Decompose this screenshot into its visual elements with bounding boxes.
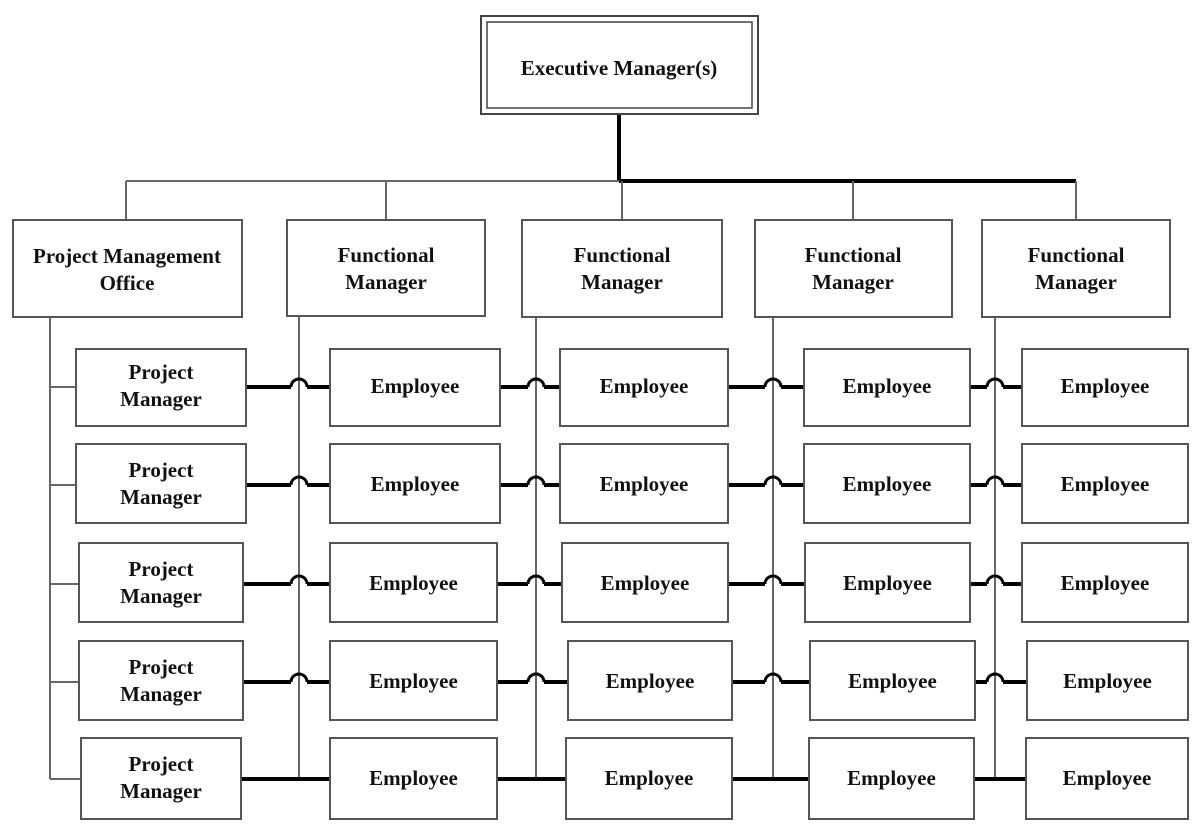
line-hop — [289, 377, 309, 388]
functional-manager-node: Functional Manager — [286, 219, 486, 317]
employee-label: Employee — [600, 374, 689, 398]
line-hop — [289, 574, 309, 585]
employee-label: Employee — [369, 571, 458, 595]
project-manager-label-line-1: Project — [129, 655, 194, 679]
line-hop — [763, 475, 783, 486]
employee-node: Employee — [559, 348, 729, 427]
functional-manager-label-line-1: Functional — [1028, 243, 1125, 267]
functional-manager-label-line-1: Functional — [338, 243, 435, 267]
functional-manager-label-line-2: Manager — [345, 270, 427, 294]
employee-node: Employee — [567, 640, 733, 721]
employee-label: Employee — [605, 766, 694, 790]
functional-manager-label-line-1: Functional — [805, 243, 902, 267]
employee-label: Employee — [847, 766, 936, 790]
functional-manager-label-line-2: Manager — [812, 270, 894, 294]
line-hop — [763, 377, 783, 388]
line-crossovers — [289, 377, 1005, 683]
connector-lines — [49, 114, 1077, 781]
employee-label: Employee — [848, 669, 937, 693]
project-manager-label-line-2: Manager — [120, 682, 202, 706]
project-manager-label-line-1: Project — [129, 557, 194, 581]
project-manager-label-line-1: Project — [129, 458, 194, 482]
pmo-node: Project Management Office — [12, 219, 243, 318]
employee-label: Employee — [606, 669, 695, 693]
functional-manager-label-line-2: Manager — [581, 270, 663, 294]
employee-node: Employee — [1026, 640, 1189, 721]
employee-node: Employee — [803, 443, 971, 524]
executive-manager-label: Executive Manager(s) — [521, 56, 718, 80]
employee-label: Employee — [843, 571, 932, 595]
line-hop — [526, 377, 546, 388]
employee-node: Employee — [329, 348, 501, 427]
employee-label: Employee — [843, 374, 932, 398]
executive-manager-node: Executive Manager(s) — [480, 15, 759, 115]
pmo-label-line-1: Project Management — [33, 244, 221, 268]
employee-node: Employee — [329, 737, 498, 820]
line-hop — [289, 672, 309, 683]
line-hop — [526, 672, 546, 683]
employee-label: Employee — [369, 766, 458, 790]
employee-label: Employee — [1063, 669, 1152, 693]
line-hop — [985, 574, 1005, 585]
functional-manager-label-line-1: Functional — [574, 243, 671, 267]
employee-node: Employee — [561, 542, 729, 623]
employee-label: Employee — [601, 571, 690, 595]
employee-node: Employee — [1025, 737, 1189, 820]
employee-node: Employee — [808, 737, 975, 820]
line-hop — [763, 574, 783, 585]
employee-label: Employee — [600, 472, 689, 496]
functional-manager-node: Functional Manager — [754, 219, 953, 318]
line-hop — [526, 475, 546, 486]
employee-label: Employee — [1063, 766, 1152, 790]
employee-label: Employee — [843, 472, 932, 496]
employee-node: Employee — [329, 443, 501, 524]
employee-node: Employee — [329, 640, 498, 721]
employee-label: Employee — [1061, 571, 1150, 595]
employee-label: Employee — [1061, 374, 1150, 398]
project-manager-label-line-2: Manager — [120, 485, 202, 509]
pmo-label-line-2: Office — [100, 271, 155, 295]
employee-label: Employee — [369, 669, 458, 693]
employee-node: Employee — [809, 640, 976, 721]
line-hop — [526, 574, 546, 585]
functional-manager-node: Functional Manager — [521, 219, 723, 318]
project-manager-label-line-2: Manager — [120, 779, 202, 803]
project-manager-label-line-1: Project — [129, 752, 194, 776]
employee-node: Employee — [565, 737, 733, 820]
line-hop — [289, 475, 309, 486]
line-hop — [985, 377, 1005, 388]
functional-manager-node: Functional Manager — [981, 219, 1171, 318]
line-hop — [763, 672, 783, 683]
employee-node: Employee — [559, 443, 729, 524]
employee-node: Employee — [1021, 443, 1189, 524]
employee-label: Employee — [371, 472, 460, 496]
project-manager-label-line-1: Project — [129, 360, 194, 384]
employee-node: Employee — [329, 542, 498, 623]
project-manager-label-line-2: Manager — [120, 584, 202, 608]
employee-label: Employee — [1061, 472, 1150, 496]
employee-label: Employee — [371, 374, 460, 398]
employee-node: Employee — [1021, 542, 1189, 623]
employee-node: Employee — [803, 348, 971, 427]
project-manager-label-line-2: Manager — [120, 387, 202, 411]
employee-node: Employee — [804, 542, 971, 623]
line-hop — [985, 672, 1005, 683]
functional-manager-label-line-2: Manager — [1035, 270, 1117, 294]
line-hop — [985, 475, 1005, 486]
employee-node: Employee — [1021, 348, 1189, 427]
